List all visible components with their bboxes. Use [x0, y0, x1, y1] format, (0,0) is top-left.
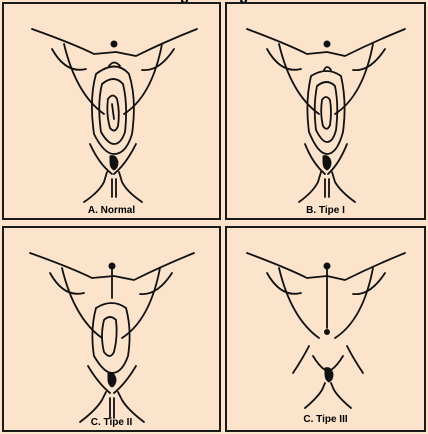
caption-tipe-i: B. Tipe I [227, 205, 424, 216]
caption-tipe-iii: C. Tipe III [227, 414, 424, 425]
caption-tipe-ii: C. Tipe II [4, 417, 219, 428]
illustration-tipe-ii [4, 228, 219, 430]
caption-normal: A. Normal [4, 205, 219, 216]
panel-tipe-i: B. Tipe I [225, 2, 426, 220]
illustration-tipe-iii [227, 228, 424, 430]
panel-normal: A. Normal [2, 2, 221, 220]
panel-tipe-iii: C. Tipe III [225, 226, 426, 432]
illustration-normal [4, 4, 219, 218]
illustration-tipe-i [227, 4, 424, 218]
panel-tipe-ii: C. Tipe II [2, 226, 221, 432]
